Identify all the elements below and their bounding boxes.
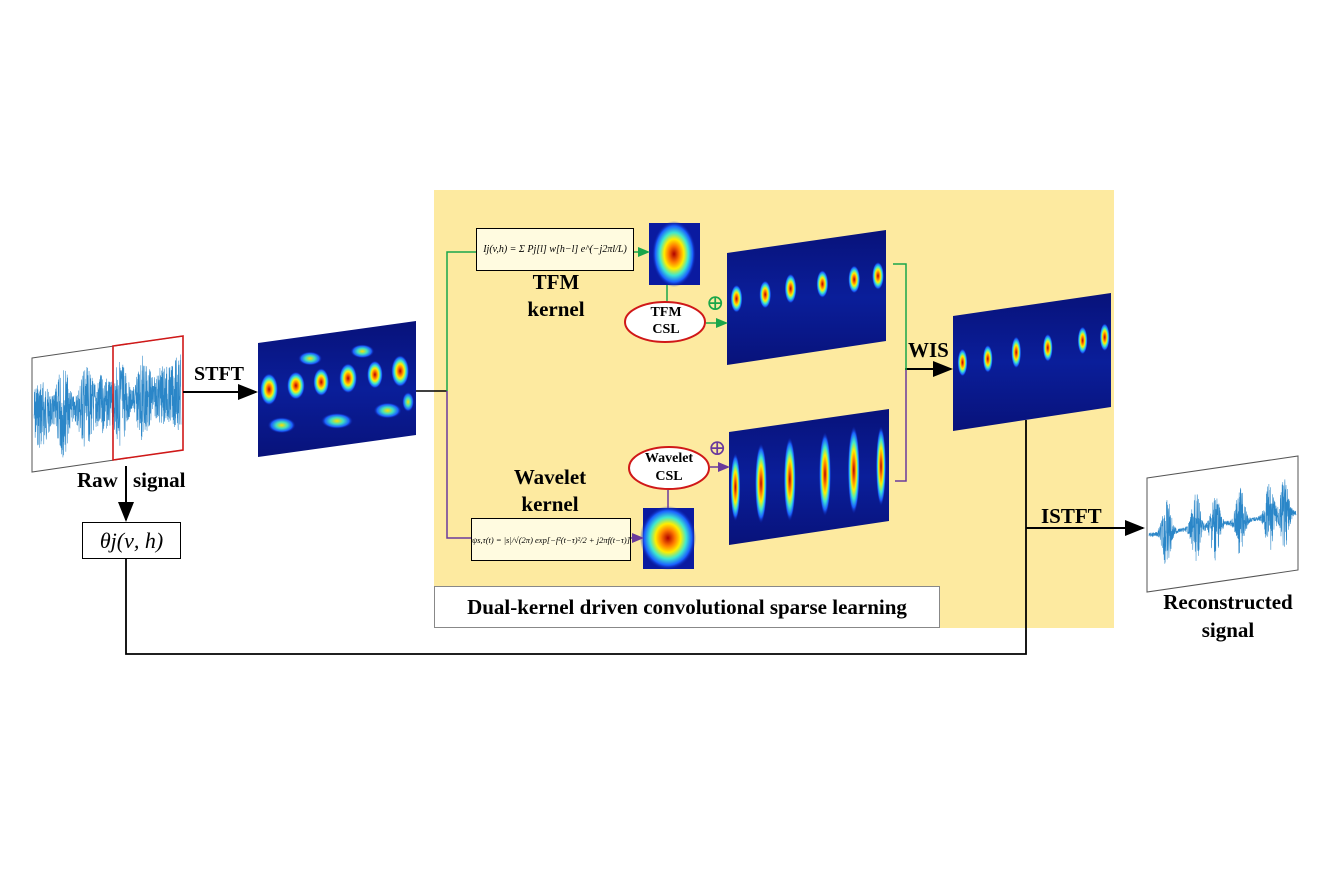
wavelet-csl-label-2: CSL bbox=[655, 469, 683, 484]
wavelet-spectrogram bbox=[729, 409, 889, 545]
tfm-spectrogram bbox=[727, 230, 886, 365]
spectrogram-blob bbox=[313, 368, 330, 397]
spectrogram-blob bbox=[848, 265, 861, 294]
spectrogram-blob bbox=[350, 344, 375, 359]
spectrogram-blob bbox=[783, 437, 796, 522]
wavelet-formula: ψs,τ(t) = |s|/√(2π) exp[−f²(t−τ)²/2 + j2… bbox=[471, 518, 631, 561]
wavelet-kernel-label-2: kernel bbox=[521, 492, 579, 516]
spectrogram-blob bbox=[784, 273, 797, 304]
signal-trace bbox=[1148, 479, 1297, 564]
stft-spectrogram bbox=[258, 321, 416, 457]
spectrogram-blob bbox=[1077, 326, 1088, 355]
theta-box: θj(ν, h) bbox=[82, 522, 181, 559]
spectrogram-blob bbox=[847, 426, 860, 515]
stft-label: STFT bbox=[194, 363, 245, 385]
spectrogram-blob bbox=[816, 270, 829, 298]
reconstructed-signal-plot bbox=[1146, 455, 1299, 593]
raw-signal-label-a: Raw bbox=[77, 468, 118, 492]
raw-signal-label-b: signal bbox=[133, 468, 186, 492]
tfm-formula: Ij(v,h) = Σ Pj[l] w[h−l] e^(−j2πl/L) bbox=[476, 228, 634, 271]
spectrogram-blob bbox=[339, 363, 358, 394]
wavelet-oplus-icon: ⊕ bbox=[708, 435, 727, 460]
spectrogram-blob bbox=[872, 261, 884, 290]
spectrogram-blob bbox=[286, 371, 305, 400]
wavelet-csl-node bbox=[628, 446, 710, 490]
istft-label: ISTFT bbox=[1041, 504, 1102, 528]
spectrogram-blob bbox=[876, 426, 886, 507]
spectrogram-blob bbox=[260, 373, 279, 406]
spectrogram-blob bbox=[982, 344, 993, 373]
spectrogram-blob bbox=[759, 280, 772, 309]
wis-spectrogram bbox=[953, 293, 1111, 431]
spectrogram-blob bbox=[1011, 336, 1022, 369]
spectrogram-blob bbox=[730, 284, 743, 313]
wavelet-csl-label-1: Wavelet bbox=[644, 451, 694, 466]
spectrogram-blob bbox=[730, 453, 741, 522]
spectrogram-blob bbox=[957, 348, 968, 377]
tfm-kernel-thumb bbox=[649, 221, 700, 287]
spectrogram-blob bbox=[1042, 333, 1053, 362]
signal-trace bbox=[33, 354, 182, 458]
spectrogram-blob bbox=[267, 417, 296, 434]
wis-label: WIS bbox=[908, 338, 949, 362]
spectrogram-blob bbox=[321, 412, 353, 429]
spectrogram-blob bbox=[298, 351, 323, 366]
spectrogram-blob bbox=[373, 402, 402, 419]
spectrogram-blob bbox=[1099, 323, 1110, 352]
tfm-oplus-icon: ⊕ bbox=[706, 290, 725, 315]
tfm-csl-label-2: CSL bbox=[652, 322, 680, 337]
reconstructed-label-1: Reconstructed bbox=[1163, 590, 1293, 614]
reconstructed-label-2: signal bbox=[1201, 618, 1255, 642]
dual-kernel-banner: Dual-kernel driven convolutional sparse … bbox=[434, 586, 940, 628]
spectrogram-blob bbox=[755, 443, 767, 524]
spectrogram-blob bbox=[391, 355, 410, 388]
tfm-csl-label-1: TFM bbox=[650, 305, 682, 320]
tfm-kernel-label-1: TFM bbox=[532, 270, 580, 294]
spectrogram-blob bbox=[819, 432, 831, 517]
raw-signal-plot bbox=[31, 335, 184, 473]
spectrogram-blob bbox=[402, 391, 415, 412]
spectrogram-blob bbox=[366, 360, 383, 389]
tfm-csl-node bbox=[624, 301, 706, 343]
wavelet-kernel-thumb bbox=[640, 506, 696, 570]
wavelet-kernel-label-1: Wavelet bbox=[513, 465, 587, 489]
tfm-kernel-label-2: kernel bbox=[527, 297, 585, 321]
